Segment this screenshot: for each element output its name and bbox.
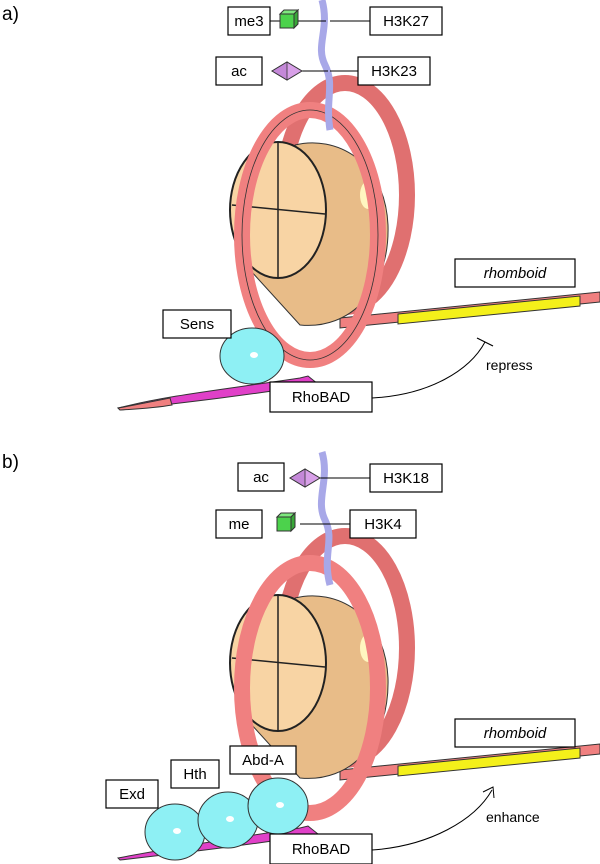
panel-a: a) me3	[2, 0, 600, 413]
mod-residue-a1: H3K23	[371, 63, 417, 80]
mod-residue-box-b1	[349, 509, 417, 539]
histone-tail-b	[318, 451, 334, 586]
enhancer-box-b	[269, 833, 373, 864]
tf-box-b2	[229, 745, 297, 775]
gene-region-b	[397, 747, 581, 777]
mod-mark-b0: ac	[253, 469, 269, 486]
gene-label-b: rhomboid	[484, 725, 547, 742]
tf-box-a0	[162, 309, 232, 339]
panel-b: b) ac H3K18 me	[2, 451, 600, 864]
dna-coil-front-b	[234, 555, 386, 821]
gene-label-a: rhomboid	[484, 265, 547, 282]
methyl-cube-icon	[278, 8, 300, 30]
enhance-arrow	[371, 789, 493, 851]
effect-label-a: repress	[486, 357, 533, 373]
mod-mark-a0: me3	[234, 13, 263, 30]
gene-region-a	[397, 295, 581, 325]
mod-residue-box-a1	[357, 56, 431, 86]
tf-box-b1	[170, 759, 220, 789]
methyl-cube-icon	[275, 511, 297, 533]
panel-b-label: b)	[2, 452, 19, 473]
mod-residue-box-b0	[369, 463, 443, 493]
enhancer-box-a	[269, 381, 373, 413]
tf-label-b2: Abd-A	[242, 752, 284, 769]
mod-mark-box-a0	[227, 6, 271, 36]
enhancer-label-a: RhoBAD	[292, 389, 351, 406]
gene-box-a	[454, 258, 576, 288]
mod-residue-b0: H3K18	[383, 470, 429, 487]
mod-residue-b1: H3K4	[364, 516, 402, 533]
mod-residue-a0: H3K27	[383, 13, 429, 30]
gene-box-b	[454, 718, 576, 748]
tf-label-b1: Hth	[183, 766, 206, 783]
mod-mark-box-b1	[215, 509, 263, 539]
mod-residue-box-a0	[369, 6, 443, 36]
mod-mark-box-a1	[215, 56, 263, 86]
tf-label-b0: Exd	[119, 786, 145, 803]
mod-mark-box-b0	[237, 462, 285, 492]
effect-label-b: enhance	[486, 809, 540, 825]
repress-arrow	[371, 341, 486, 399]
enhancer-label-b: RhoBAD	[292, 841, 351, 858]
histone-tail-a	[318, 0, 334, 131]
tf-box-b0	[105, 779, 159, 809]
mod-mark-b1: me	[229, 516, 250, 533]
mod-mark-a1: ac	[231, 63, 247, 80]
tf-label-a0: Sens	[180, 316, 214, 333]
panel-a-label: a)	[2, 4, 19, 25]
